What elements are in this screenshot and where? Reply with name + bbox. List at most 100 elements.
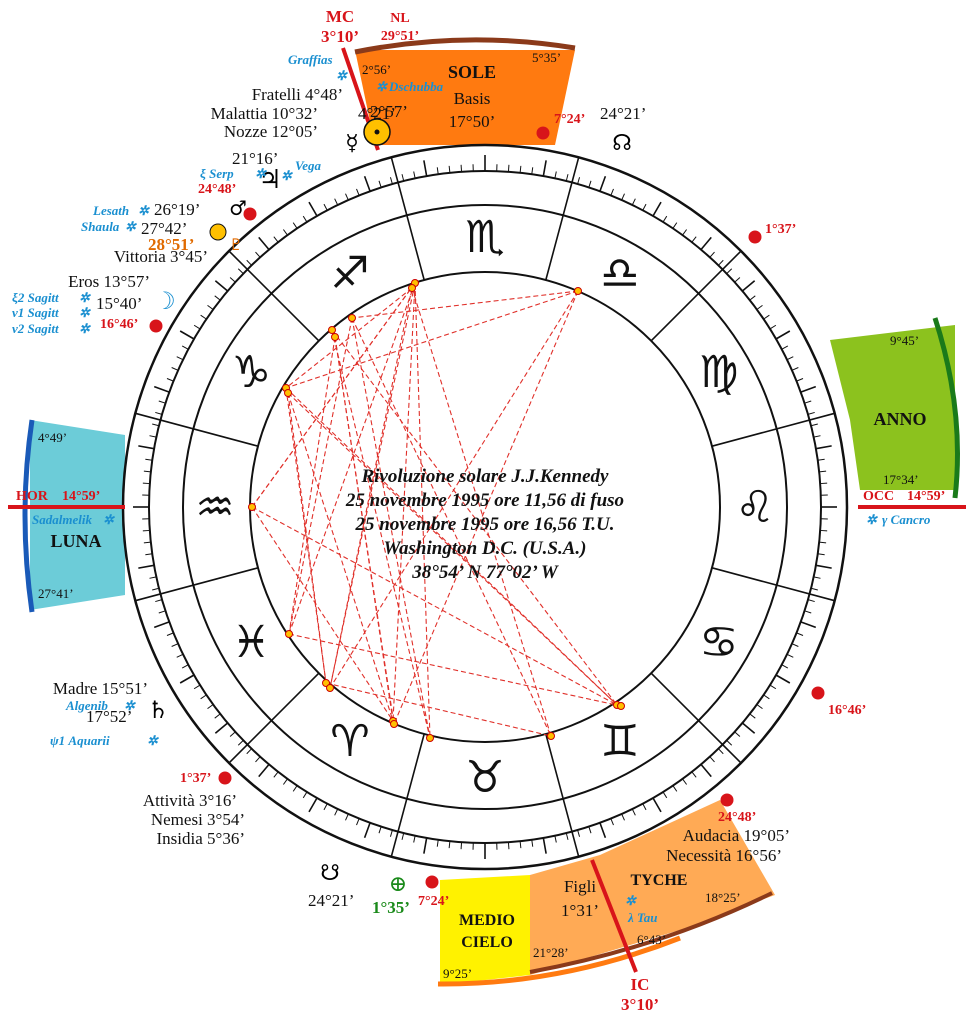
aspect-line: [331, 329, 618, 706]
sector-sole: [355, 50, 575, 145]
south-node-deg: 24°21’: [308, 891, 354, 910]
zodiac-sign-icon: ♉: [465, 752, 504, 803]
degree-tick: [145, 553, 153, 556]
aspect-line: [285, 387, 327, 684]
red-point-label: 16°46’: [828, 703, 866, 718]
degree-tick: [176, 356, 184, 361]
star-icon: ✲: [79, 305, 91, 320]
mercury-icon: ☿: [345, 131, 359, 156]
tyche-end: 6°43’: [637, 932, 666, 947]
degree-tick: [662, 215, 668, 223]
degree-tick: [255, 756, 261, 763]
degree-tick: [363, 822, 371, 839]
star-tau: λ Tau: [627, 910, 658, 925]
aspect-point: [284, 389, 292, 397]
degree-tick: [149, 576, 157, 579]
degree-tick: [796, 632, 804, 636]
degree-tick: [258, 236, 270, 251]
aspect-line: [393, 290, 579, 725]
sector-medio-rim: [437, 935, 681, 987]
degree-tick: [143, 541, 151, 544]
sector-anno-rim: [932, 317, 960, 499]
degree-tick: [389, 829, 393, 837]
degree-tick: [796, 378, 804, 382]
degree-tick: [672, 222, 678, 229]
degree-tick: [577, 829, 581, 837]
star-dschubba: Dschubba: [388, 79, 444, 94]
aspect-point: [348, 314, 356, 322]
moon-icon: ☽: [154, 287, 176, 315]
degree-tick: [804, 610, 812, 614]
red-point-label: 24°48’: [198, 182, 236, 197]
degree-tick: [786, 356, 794, 361]
degree-tick: [334, 198, 339, 206]
degree-tick: [734, 277, 741, 283]
fortune-icon: ⊕: [389, 872, 407, 897]
sign-divider: [228, 672, 320, 764]
degree-tick: [158, 400, 166, 404]
sign-divider: [228, 250, 320, 342]
anno-title: ANNO: [874, 409, 927, 429]
degree-tick: [741, 722, 756, 734]
part-insidia: Insidia 5°36’: [157, 829, 245, 848]
red-point: [536, 126, 550, 140]
degree-tick: [700, 236, 712, 251]
aspect-line: [411, 287, 552, 737]
degree-tick: [258, 763, 270, 778]
degree-tick: [138, 445, 155, 450]
sign-divider: [545, 157, 580, 281]
degree-tick: [813, 576, 821, 579]
degree-tick: [700, 763, 712, 778]
anno-start: 9°45’: [890, 333, 919, 348]
mars-deg: 26°19’: [154, 200, 200, 219]
degree-tick: [448, 165, 451, 173]
sign-divider: [650, 250, 742, 342]
star-icon: ✲: [255, 166, 267, 181]
star-icon: ✲: [625, 893, 637, 908]
degree-tick: [682, 778, 688, 785]
degree-tick: [378, 180, 382, 188]
degree-tick: [565, 832, 569, 840]
nl-value: 29°51’: [381, 29, 419, 44]
degree-tick: [323, 803, 328, 811]
star-sadalmelik: Sadalmelik: [32, 512, 92, 527]
sole-end: 5°35’: [532, 50, 561, 65]
part-vittoria: Vittoria 3°45’: [114, 247, 208, 266]
part-malattia: Malattia 10°32’: [211, 104, 318, 123]
degree-tick: [749, 713, 756, 719]
degree-tick: [807, 599, 815, 603]
degree-tick: [145, 458, 153, 461]
star-icon: ✲: [79, 290, 91, 305]
degree-tick: [565, 174, 569, 182]
degree-tick: [621, 193, 625, 201]
part-fratelli: Fratelli 4°48’: [252, 85, 343, 104]
aspect-line: [251, 282, 416, 508]
zodiac-sign-icon: ♌: [735, 482, 774, 533]
degree-tick: [819, 470, 827, 473]
center-line-4: Washington D.C. (U.S.A.): [384, 538, 587, 559]
degree-tick: [378, 826, 382, 834]
occ-label: OCC: [863, 489, 894, 504]
sector-tyche: [530, 800, 775, 975]
star-icon: ✲: [336, 68, 348, 83]
star-icon: ✲: [281, 168, 293, 183]
degree-tick: [599, 175, 607, 192]
star-nu1: ν1 Sagitt: [12, 305, 59, 320]
aspect-line: [325, 682, 552, 737]
degree-tick: [791, 367, 799, 371]
degree-tick: [246, 259, 252, 266]
red-point: [811, 686, 825, 700]
degree-tick: [691, 771, 697, 778]
degree-tick: [214, 280, 229, 292]
sector-anno: [830, 325, 955, 490]
star-cancro: γ Cancro: [882, 512, 931, 527]
degree-tick: [577, 177, 581, 185]
moon-deg: 15°40’: [96, 294, 142, 313]
degree-tick: [207, 304, 214, 310]
degree-tick: [775, 330, 791, 340]
figli-deg: 1°31’: [561, 901, 599, 920]
anno-end: 17°34’: [883, 472, 919, 487]
degree-tick: [531, 167, 534, 175]
zodiac-sign-icon: ♋: [699, 617, 738, 668]
saturn-icon: ♄: [147, 696, 169, 724]
